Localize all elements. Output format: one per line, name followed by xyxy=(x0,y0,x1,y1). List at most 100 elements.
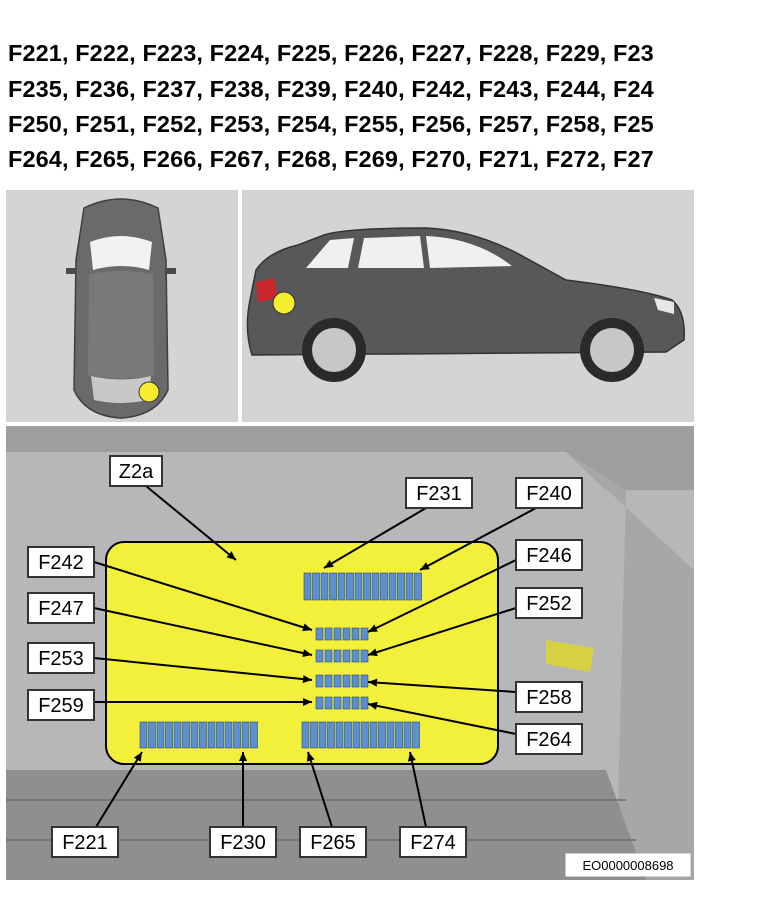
fuse-list-line-4: F264, F265, F266, F267, F268, F269, F270… xyxy=(8,146,654,172)
fuse xyxy=(315,627,324,641)
fuse xyxy=(156,721,165,749)
fuse xyxy=(386,721,395,749)
callout-label: F258 xyxy=(526,687,572,709)
fuse xyxy=(405,572,414,601)
callout-label: F253 xyxy=(38,648,84,670)
fuse xyxy=(360,674,369,688)
fuse xyxy=(361,721,369,749)
fuse xyxy=(342,674,351,688)
fuse xyxy=(324,627,333,641)
fuse xyxy=(395,721,403,749)
fuse xyxy=(342,696,351,710)
fuse xyxy=(241,721,250,749)
callout-label: F230 xyxy=(220,832,266,854)
fuse xyxy=(312,572,320,601)
fuse-list-line-1: F221, F222, F223, F224, F225, F226, F227… xyxy=(8,40,654,66)
fuse xyxy=(324,696,333,710)
fuse xyxy=(351,696,360,710)
arrowhead xyxy=(302,649,312,658)
car-side-view-illustration xyxy=(246,227,685,382)
arrowhead xyxy=(368,701,378,710)
fuse xyxy=(250,721,258,749)
fuse xyxy=(324,674,333,688)
arrowhead xyxy=(306,752,315,762)
fuse xyxy=(148,721,156,749)
leader-line-f221 xyxy=(95,751,143,828)
callout-f246: F246 xyxy=(515,539,583,571)
leader-line-f265 xyxy=(307,751,333,828)
fuse xyxy=(342,627,351,641)
fuse xyxy=(329,572,337,601)
fuse-list-line-3: F250, F251, F252, F253, F254, F255, F256… xyxy=(8,111,654,137)
fuse xyxy=(233,721,241,749)
fuse xyxy=(403,721,412,749)
fuse xyxy=(182,721,190,749)
fuse xyxy=(360,649,369,663)
fuse xyxy=(337,572,346,601)
fuse xyxy=(351,627,360,641)
car-side-view-panel xyxy=(242,190,694,422)
callout-f242: F242 xyxy=(27,546,95,578)
fuse xyxy=(412,721,420,749)
fuse xyxy=(333,649,342,663)
fuse xyxy=(344,721,352,749)
fuse xyxy=(327,721,335,749)
leader-line-f242 xyxy=(93,561,313,631)
callout-label: F247 xyxy=(38,598,84,620)
arrowhead xyxy=(407,752,416,762)
leader-line-f246 xyxy=(367,559,517,633)
fuse xyxy=(333,674,342,688)
callout-label: F264 xyxy=(526,729,572,751)
leader-line-f264 xyxy=(367,703,517,735)
arrowhead xyxy=(302,623,312,632)
callout-label: F274 xyxy=(410,832,456,854)
fuse xyxy=(207,721,216,749)
fuse xyxy=(380,572,388,601)
callout-label: F265 xyxy=(310,832,356,854)
leader-line-f258 xyxy=(367,681,517,693)
leader-line-f253 xyxy=(93,657,313,681)
fuse xyxy=(360,696,369,710)
fuse xyxy=(371,572,380,601)
fuse xyxy=(310,721,318,749)
fuse xyxy=(354,572,363,601)
leader-line-f252 xyxy=(367,607,517,656)
arrowhead xyxy=(239,752,247,761)
fuse xyxy=(303,572,312,601)
arrowhead xyxy=(368,624,378,632)
car-top-view-illustration xyxy=(66,198,176,419)
fuse xyxy=(342,649,351,663)
fuse xyxy=(224,721,233,749)
arrowhead xyxy=(368,678,378,687)
callout-label: F246 xyxy=(526,545,572,567)
callout-label: F259 xyxy=(38,695,84,717)
fuse xyxy=(346,572,354,601)
fuse xyxy=(199,721,207,749)
leader-line-f247 xyxy=(93,607,313,656)
fuse xyxy=(351,649,360,663)
callout-label: Z2a xyxy=(119,461,154,483)
leader-line-f231 xyxy=(323,507,427,569)
fuse xyxy=(363,572,371,601)
callout-f252: F252 xyxy=(515,587,583,619)
callout-label: F231 xyxy=(416,483,462,505)
fuse xyxy=(315,674,324,688)
arrowhead xyxy=(420,562,430,570)
fuse xyxy=(190,721,199,749)
fuse xyxy=(335,721,344,749)
callout-f253: F253 xyxy=(27,642,95,674)
arrowhead xyxy=(302,675,312,684)
callout-f258: F258 xyxy=(515,681,583,713)
callout-f274: F274 xyxy=(399,826,467,858)
fuse xyxy=(324,649,333,663)
callout-label: F252 xyxy=(526,593,572,615)
fuse xyxy=(315,696,324,710)
location-marker-side-view xyxy=(272,291,296,315)
fuse xyxy=(301,721,310,749)
fuse xyxy=(378,721,386,749)
fuse xyxy=(315,649,324,663)
arrowhead xyxy=(226,551,236,560)
fuse xyxy=(352,721,361,749)
